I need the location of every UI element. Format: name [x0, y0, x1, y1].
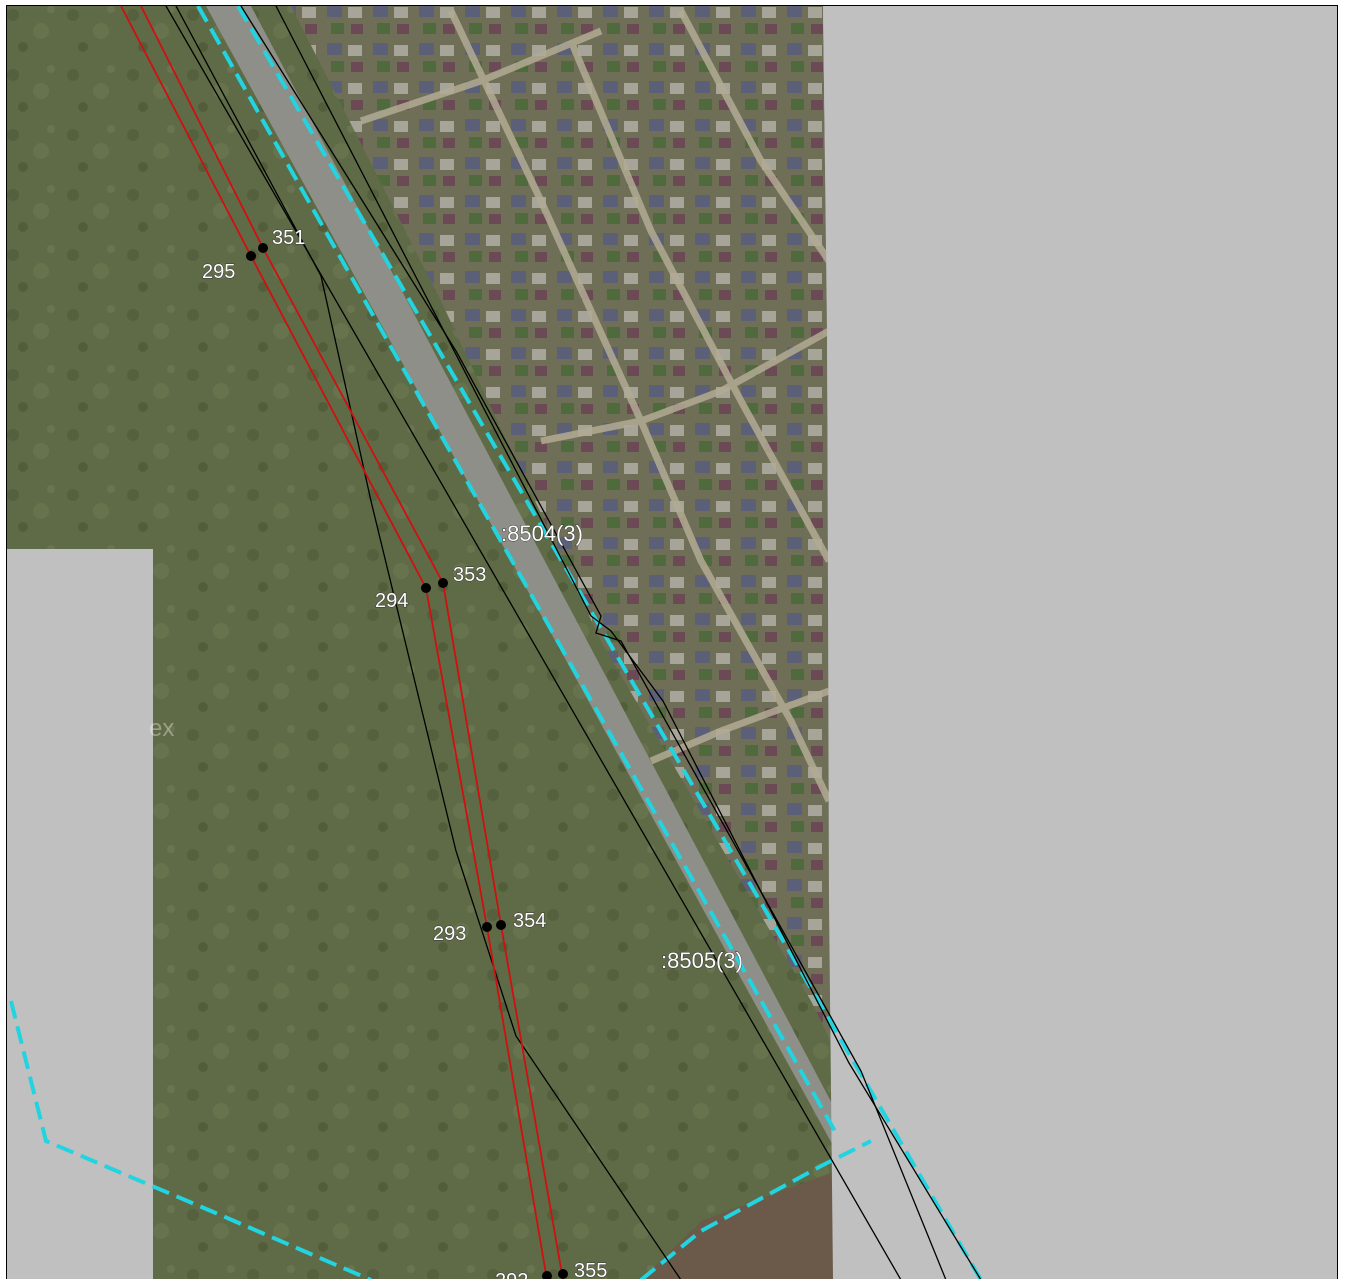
survey-point-353[interactable]: [438, 578, 448, 588]
survey-point-label-293: 293: [433, 923, 466, 945]
imagery-watermark: ex: [149, 715, 174, 742]
imagery-village: [291, 6, 831, 1041]
survey-point-label-294: 294: [375, 590, 408, 612]
cyan-zone[interactable]: [9, 6, 983, 1279]
parcel-labels-layer: :8504(3) :8505(3): [501, 521, 744, 974]
survey-point-354[interactable]: [496, 920, 506, 930]
imagery-dirt: [642, 1171, 836, 1279]
survey-point-label-295: 295: [202, 261, 235, 283]
survey-point-label-355: 355: [574, 1260, 607, 1279]
map-canvas[interactable]: ex 295351294353293354292355 :8504(3):850…: [7, 6, 1338, 1279]
survey-point-label-354: 354: [513, 910, 546, 932]
no-data-left: [7, 549, 153, 1279]
parcel-8504-label[interactable]: :8504(3): [501, 521, 584, 547]
survey-point-292[interactable]: [542, 1271, 552, 1279]
survey-point-294[interactable]: [421, 583, 431, 593]
village-streets: [359, 9, 833, 803]
no-data-right: [836, 6, 1337, 1279]
survey-point-label-351: 351: [272, 227, 305, 249]
no-data-right-edge: [823, 6, 836, 1279]
map-frame[interactable]: ex 295351294353293354292355 :8504(3):850…: [6, 5, 1338, 1279]
survey-point-351[interactable]: [258, 243, 268, 253]
imagery-field: [7, 6, 837, 1279]
survey-point-355[interactable]: [558, 1269, 568, 1279]
black-boundaries[interactable]: [165, 6, 982, 1279]
survey-point-293[interactable]: [482, 922, 492, 932]
parcel-8505-label[interactable]: :8505(3): [661, 948, 744, 974]
survey-points-layer: 295 351 294 353 293 354 292 355: [202, 227, 608, 1279]
survey-point-label-353: 353: [453, 564, 486, 586]
survey-point-295[interactable]: [246, 251, 256, 261]
survey-point-label-292: 292: [495, 1270, 528, 1279]
